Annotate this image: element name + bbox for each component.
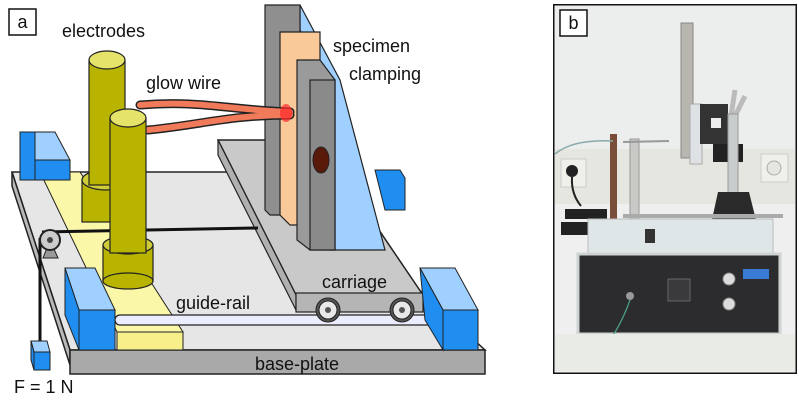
blue-block-back-left: [19, 131, 36, 181]
photo-table: [555, 334, 795, 371]
photo-cable-green: [554, 140, 614, 155]
panel-b-tag: b: [568, 13, 578, 33]
photo-wall: [555, 6, 795, 151]
panel-a-tag: a: [17, 12, 28, 32]
support-column: [727, 113, 739, 195]
photo-wall-lower: [555, 149, 795, 204]
base-plate-front: [69, 349, 486, 375]
electrode-front: [102, 108, 154, 290]
carriage-wheel: [315, 297, 341, 323]
schematic-diagram: a electrodes glow wire specimen clamping…: [8, 4, 487, 397]
weight: [30, 340, 51, 371]
holder-handles: [728, 89, 748, 118]
yellow-rail-front: [116, 331, 184, 351]
label-glow-wire: glow wire: [146, 73, 221, 93]
pulley-string: [41, 226, 259, 234]
blue-block-back-right: [374, 169, 406, 211]
glow-wire-tip: [280, 104, 292, 122]
carriage-wheel: [389, 297, 415, 323]
control-knob: [722, 272, 736, 286]
power-outlet-right: [760, 153, 789, 183]
blue-block-front-right: [442, 309, 479, 351]
label-specimen: specimen: [333, 36, 410, 56]
label-guide-rail: guide-rail: [176, 293, 250, 313]
label-force: F = 1 N: [14, 377, 74, 397]
panel-b-tag-box: [559, 9, 588, 37]
holder-window: [711, 118, 721, 128]
panel-a-tag-box: [8, 8, 37, 36]
blue-block-front-left: [78, 309, 116, 351]
glow-wire-fill: [137, 100, 293, 133]
control-knob: [722, 297, 736, 311]
label-base-plate: base-plate: [255, 354, 339, 374]
clamp-hole: [312, 146, 330, 174]
photo-black-part: [565, 209, 607, 219]
apparatus-photo: b: [553, 4, 797, 374]
photo-electrode-brown: [610, 134, 617, 224]
control-unit-display: [667, 278, 691, 302]
photo-carriage-knob: [645, 229, 655, 243]
control-connector: [626, 292, 634, 300]
photo-guide-rod: [623, 214, 783, 218]
photo-wire: [622, 140, 670, 143]
guide-rail-bar: [114, 314, 441, 326]
label-clamping: clamping: [349, 64, 421, 84]
photo-carriage-top: [587, 218, 774, 256]
blue-block-back-left-front: [34, 159, 71, 181]
pulley: [39, 229, 61, 259]
label-electrodes: electrodes: [62, 21, 145, 41]
label-carriage: carriage: [322, 272, 387, 292]
power-outlet-left: [560, 158, 587, 207]
control-unit-logo: [743, 269, 769, 279]
